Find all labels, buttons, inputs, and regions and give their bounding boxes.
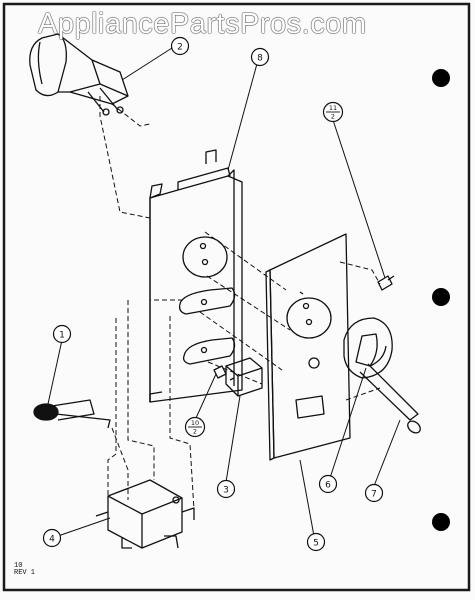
part-4-relay bbox=[95, 479, 195, 549]
part-8-bracket bbox=[149, 149, 243, 403]
binder-hole bbox=[432, 69, 450, 87]
callout-11-2: 11 2 bbox=[322, 101, 344, 123]
callout-label: 1 bbox=[59, 331, 65, 341]
callout-label: 2 bbox=[177, 43, 183, 53]
callout-2: 2 bbox=[170, 36, 190, 56]
callout-label: 11 bbox=[329, 104, 337, 112]
callout-sublabel: 2 bbox=[193, 428, 197, 436]
callout-4: 4 bbox=[42, 528, 62, 548]
revision-label: REV 1 bbox=[14, 569, 36, 577]
site-watermark: AppliancePartsPros.com bbox=[38, 8, 367, 40]
part-5-faceplate bbox=[265, 233, 351, 461]
page-border bbox=[2, 2, 471, 592]
binder-hole bbox=[432, 513, 450, 531]
callout-label: 3 bbox=[223, 486, 229, 496]
callout-label: 4 bbox=[49, 535, 55, 545]
assembly-lines bbox=[99, 96, 381, 511]
callout-label: 7 bbox=[371, 490, 377, 500]
page-footer: 10 REV 1 bbox=[14, 563, 35, 577]
part-6-knob bbox=[343, 317, 393, 379]
callout-3: 3 bbox=[216, 479, 236, 499]
part-1-sensor bbox=[33, 399, 111, 429]
callout-7: 7 bbox=[364, 483, 384, 503]
part-11-screw bbox=[377, 275, 395, 291]
callout-5: 5 bbox=[306, 532, 326, 552]
part-2-switch bbox=[29, 33, 129, 116]
callout-1: 1 bbox=[52, 324, 72, 344]
callout-6: 6 bbox=[318, 474, 338, 494]
callout-label: 10 bbox=[191, 419, 199, 427]
leader-lines bbox=[47, 47, 401, 537]
binder-hole bbox=[432, 288, 450, 306]
part-7-shaft bbox=[359, 363, 421, 434]
callout-label: 6 bbox=[325, 481, 331, 491]
part-10-screw bbox=[213, 365, 227, 379]
part-3-switch-block bbox=[225, 357, 263, 397]
page-number: 10 bbox=[14, 562, 23, 570]
callout-sublabel: 2 bbox=[331, 113, 335, 121]
callout-label: 5 bbox=[313, 539, 319, 549]
callout-8: 8 bbox=[250, 47, 270, 67]
callout-label: 8 bbox=[257, 54, 263, 64]
callouts: 2 8 11 2 1 10 2 3 6 bbox=[42, 36, 384, 552]
callout-10-2: 10 2 bbox=[184, 416, 206, 438]
